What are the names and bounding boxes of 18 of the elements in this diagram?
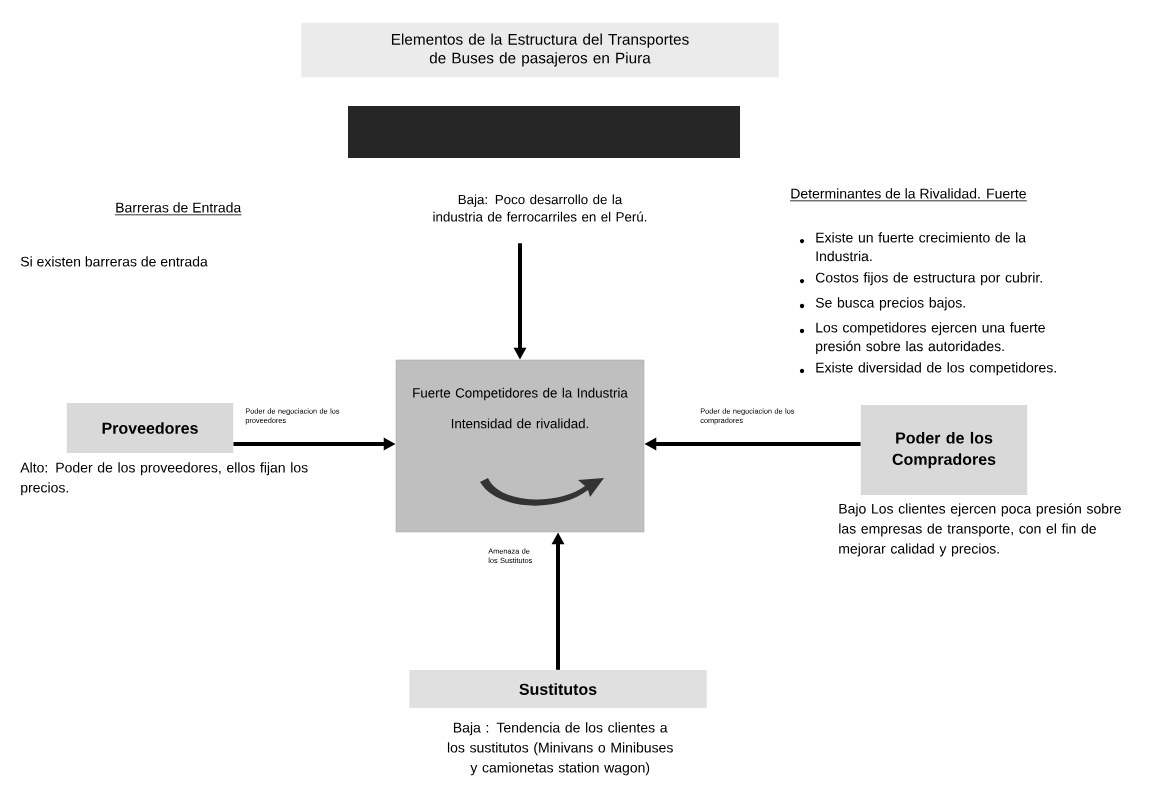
- dark-bar: [348, 106, 740, 159]
- sustitutos-box: Sustitutos: [409, 670, 707, 709]
- compradores-box: Poder de los Compradores: [860, 405, 1028, 496]
- competitors-box: Fuerte Competidores de la Industria Intensidad de rivalidad.: [395, 359, 645, 533]
- bullet-item: Existe un fuerte crecimiento de la Industria.: [799, 232, 1027, 262]
- bullet-item: Los competidores ejercen una fuerte presión sobre las autoridades.: [799, 322, 1045, 354]
- bullet-item: Costos fijos de estructura por cubrir.: [799, 272, 1042, 286]
- description-text: Bajo Los clientes ejercen poca presión sobre las empresas de transporte, con el fin de mejorar calidad y precios.: [839, 503, 1121, 557]
- section-heading: Determinantes de la Rivalidad. Fuerte: [789, 188, 1028, 202]
- bullet-item: Existe diversidad de los competidores.: [799, 362, 1056, 376]
- description-text: Alto: Poder de los proveedores, ellos fijan los precios.: [20, 462, 308, 496]
- bullet-item: Se busca precios bajos.: [799, 297, 965, 311]
- description-text: Baja: Poco desarrollo de la industria de ferrocarriles en el Perú.: [433, 194, 647, 222]
- proveedores-box: Proveedores: [66, 403, 234, 454]
- note-text: Si existen barreras de entrada: [20, 256, 208, 267]
- section-heading: Barreras de Entrada: [114, 202, 242, 216]
- description-text: Baja : Tendencia de los clientes a los sustitutos (Minivans o Minibuses y camionetas station wagon): [447, 722, 673, 776]
- title: Elementos de la Estructura del Transportes de Buses de pasajeros en Piura: [301, 22, 779, 78]
